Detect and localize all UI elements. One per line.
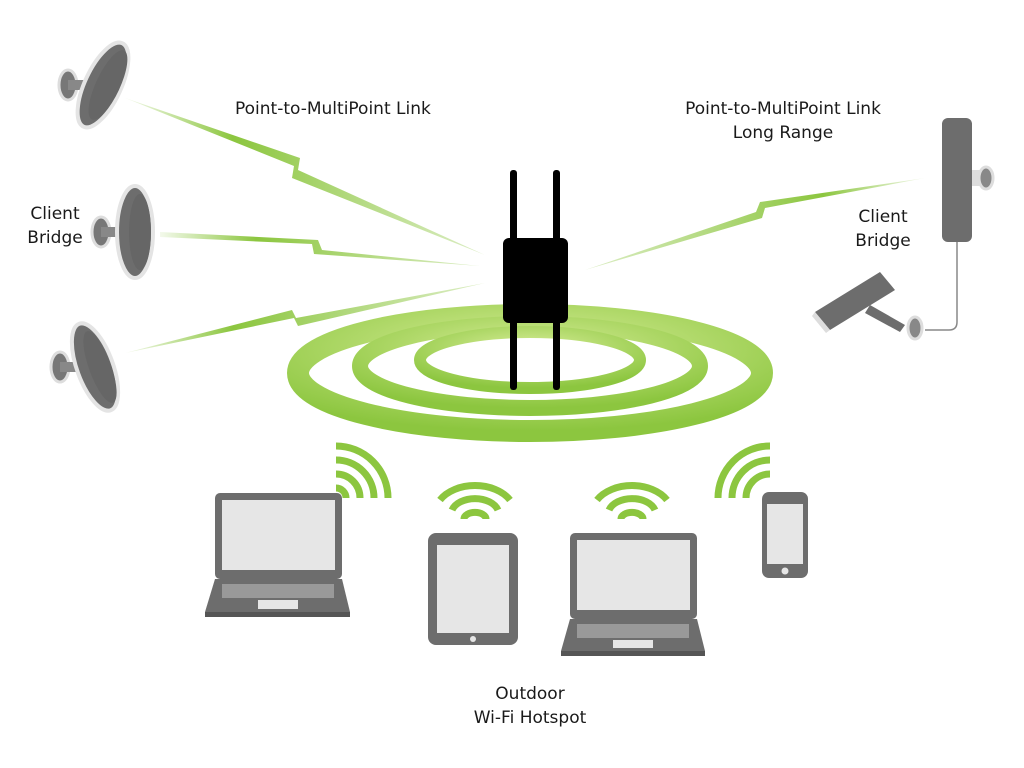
signal-rings (287, 304, 773, 442)
dish-antenna-icon (49, 321, 121, 413)
wifi-signal-icon (594, 482, 670, 520)
ptmp-link-label: Point-to-MultiPoint Link (235, 99, 431, 119)
laptop-icon (205, 493, 350, 617)
wifi-signal-icon (714, 442, 771, 499)
wifi-signal-icon (437, 482, 513, 520)
wifi-signal-icon (335, 442, 392, 499)
dish-antenna-icon (57, 40, 131, 130)
panel-antenna-icon (925, 118, 995, 331)
link-bolt-mid-left (160, 232, 480, 266)
laptop-icon (561, 533, 705, 656)
smartphone-icon (762, 492, 808, 578)
tablet-icon (428, 533, 518, 645)
link-bolt-top-left (125, 98, 485, 255)
link-bolt-bottom-left (125, 283, 485, 353)
dish-antenna-icon (90, 184, 155, 280)
security-camera-icon (812, 272, 924, 341)
access-point-icon (503, 170, 568, 390)
